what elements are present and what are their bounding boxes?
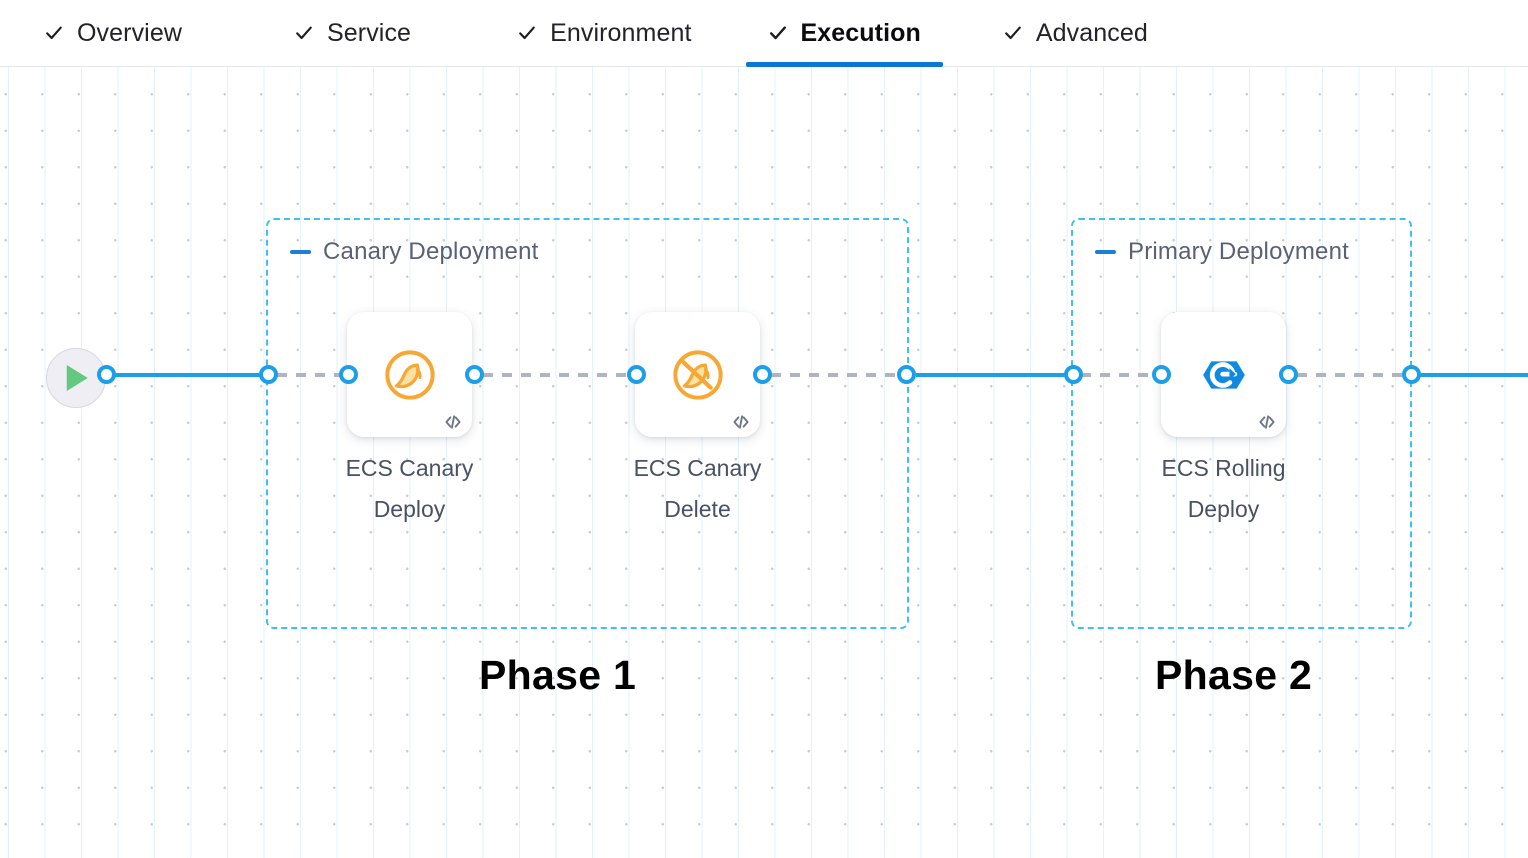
check-icon bbox=[517, 23, 537, 43]
node-ecs-canary-deploy[interactable]: ECS Canary Deploy bbox=[346, 312, 473, 522]
group-canary-header: Canary Deployment bbox=[290, 240, 539, 264]
minus-icon[interactable] bbox=[1095, 250, 1116, 254]
tab-environment-label: Environment bbox=[550, 18, 692, 47]
port-primary-group-out[interactable] bbox=[1402, 365, 1421, 384]
tab-service-underline bbox=[272, 62, 433, 67]
annotation-phase-1: Phase 1 bbox=[479, 652, 637, 698]
tab-advanced-label: Advanced bbox=[1035, 18, 1148, 47]
group-primary-header: Primary Deployment bbox=[1095, 240, 1349, 264]
tab-service-label: Service bbox=[327, 18, 412, 47]
tab-overview-underline bbox=[22, 62, 204, 67]
port-rolling-deploy-in[interactable] bbox=[1152, 365, 1171, 384]
code-icon[interactable] bbox=[443, 412, 463, 432]
canary-bird-icon bbox=[381, 346, 439, 404]
group-canary-deployment[interactable]: Canary Deployment bbox=[266, 218, 909, 629]
port-canary-deploy-in[interactable] bbox=[339, 365, 358, 384]
tab-overview-label: Overview bbox=[77, 18, 182, 47]
pipeline-tab-bar: Overview Service Environment Execution bbox=[0, 0, 1528, 67]
annotation-phase-2: Phase 2 bbox=[1155, 652, 1313, 698]
group-primary-deployment[interactable]: Primary Deployment bbox=[1071, 218, 1412, 629]
port-canary-delete-out[interactable] bbox=[753, 365, 772, 384]
tab-service[interactable]: Service bbox=[272, 0, 433, 67]
tab-execution-underline bbox=[745, 61, 943, 67]
tab-advanced[interactable]: Advanced bbox=[981, 0, 1170, 67]
tab-execution-label: Execution bbox=[800, 18, 921, 47]
check-icon bbox=[294, 23, 314, 43]
tab-advanced-underline bbox=[981, 62, 1170, 67]
group-primary-title: Primary Deployment bbox=[1128, 238, 1349, 265]
port-canary-group-in[interactable] bbox=[259, 365, 278, 384]
tab-environment[interactable]: Environment bbox=[495, 0, 713, 67]
code-icon[interactable] bbox=[1257, 412, 1277, 432]
tab-environment-underline bbox=[495, 62, 713, 67]
port-rolling-deploy-out[interactable] bbox=[1279, 365, 1298, 384]
code-icon[interactable] bbox=[731, 412, 751, 432]
minus-icon[interactable] bbox=[290, 250, 311, 254]
rolling-deploy-icon bbox=[1195, 346, 1253, 404]
port-canary-group-out[interactable] bbox=[897, 365, 916, 384]
pipeline-canvas[interactable]: Canary Deployment Primary Deployment bbox=[0, 67, 1528, 858]
canary-bird-delete-icon bbox=[669, 346, 727, 404]
tab-overview[interactable]: Overview bbox=[22, 0, 204, 67]
node-ecs-rolling-deploy[interactable]: ECS Rolling Deploy bbox=[1161, 312, 1286, 522]
check-icon bbox=[44, 23, 64, 43]
port-start-out[interactable] bbox=[97, 365, 116, 384]
group-canary-title: Canary Deployment bbox=[323, 238, 539, 265]
port-canary-deploy-out[interactable] bbox=[465, 365, 484, 384]
node-ecs-canary-delete[interactable]: ECS Canary Delete bbox=[634, 312, 761, 522]
port-canary-delete-in[interactable] bbox=[627, 365, 646, 384]
port-primary-group-in[interactable] bbox=[1064, 365, 1083, 384]
play-icon bbox=[66, 365, 88, 391]
check-icon bbox=[768, 23, 788, 43]
check-icon bbox=[1003, 23, 1023, 43]
tab-execution[interactable]: Execution bbox=[745, 0, 943, 67]
